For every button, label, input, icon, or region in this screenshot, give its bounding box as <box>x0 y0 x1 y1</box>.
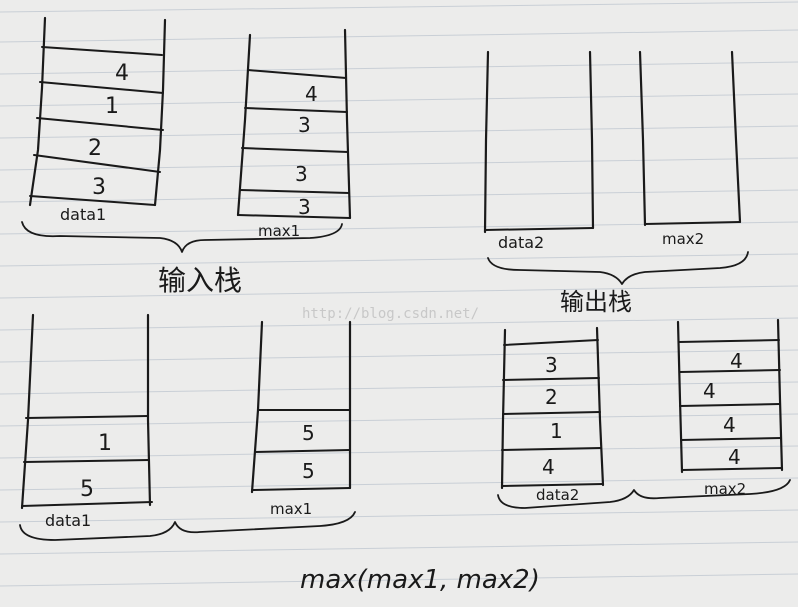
top-max1-stack: 4 3 3 3 max1 <box>236 28 352 240</box>
bottom-data2-item-3: 4 <box>542 455 555 479</box>
top-data2-label: data2 <box>498 233 544 252</box>
top-data2-stack: data2 <box>483 50 595 252</box>
bottom-max2-label: max2 <box>704 480 746 498</box>
top-max1-label: max1 <box>258 222 300 240</box>
top-input-group-label: 输入栈 <box>158 264 242 297</box>
top-data1-label: data1 <box>60 205 106 224</box>
bottom-data2-label: data2 <box>536 486 579 504</box>
bottom-data2-item-2: 1 <box>550 419 563 443</box>
bottom-max1-item-0: 5 <box>302 421 315 445</box>
bottom-data1-item-1: 5 <box>80 477 94 502</box>
top-max1-item-1: 3 <box>298 113 311 137</box>
bottom-output-brace <box>497 479 791 509</box>
top-data1-item-0: 4 <box>115 61 129 86</box>
bottom-max1-label: max1 <box>270 500 312 518</box>
formula-text: max(max1, max2) <box>300 565 540 595</box>
bottom-max2-item-3: 4 <box>728 445 741 469</box>
bottom-data2-item-0: 3 <box>545 353 558 377</box>
top-input-brace <box>21 221 343 253</box>
bottom-max2-item-2: 4 <box>723 413 736 437</box>
bottom-max2-item-0: 4 <box>730 349 743 373</box>
bottom-max1-item-1: 5 <box>302 459 315 483</box>
top-max1-item-2: 3 <box>295 162 308 186</box>
bottom-data1-label: data1 <box>45 511 91 530</box>
top-max1-item-0: 4 <box>305 82 318 106</box>
watermark-text: http://blog.csdn.net/ <box>302 306 479 322</box>
top-max2-label: max2 <box>662 230 704 248</box>
bottom-data1-item-0: 1 <box>98 431 112 456</box>
top-max2-stack: max2 <box>638 50 742 248</box>
bottom-max2-stack: 4 4 4 4 max2 <box>676 318 784 498</box>
top-output-brace <box>487 251 749 285</box>
bottom-input-brace <box>19 511 356 541</box>
top-data1-item-2: 2 <box>88 136 102 161</box>
top-data1-item-3: 3 <box>92 175 106 200</box>
top-data1-item-1: 1 <box>105 94 119 119</box>
bottom-data2-stack: 3 2 1 4 data2 <box>500 326 605 504</box>
bottom-data2-item-1: 2 <box>545 385 558 409</box>
top-max1-item-3: 3 <box>298 195 311 219</box>
bottom-max1-stack: 5 5 max1 <box>250 320 352 518</box>
bottom-data1-stack: 1 5 data1 <box>20 313 153 530</box>
bottom-max2-item-1: 4 <box>703 379 716 403</box>
top-data1-stack: 4 1 2 3 data1 <box>28 16 167 224</box>
top-output-group-label: 输出栈 <box>560 288 632 316</box>
